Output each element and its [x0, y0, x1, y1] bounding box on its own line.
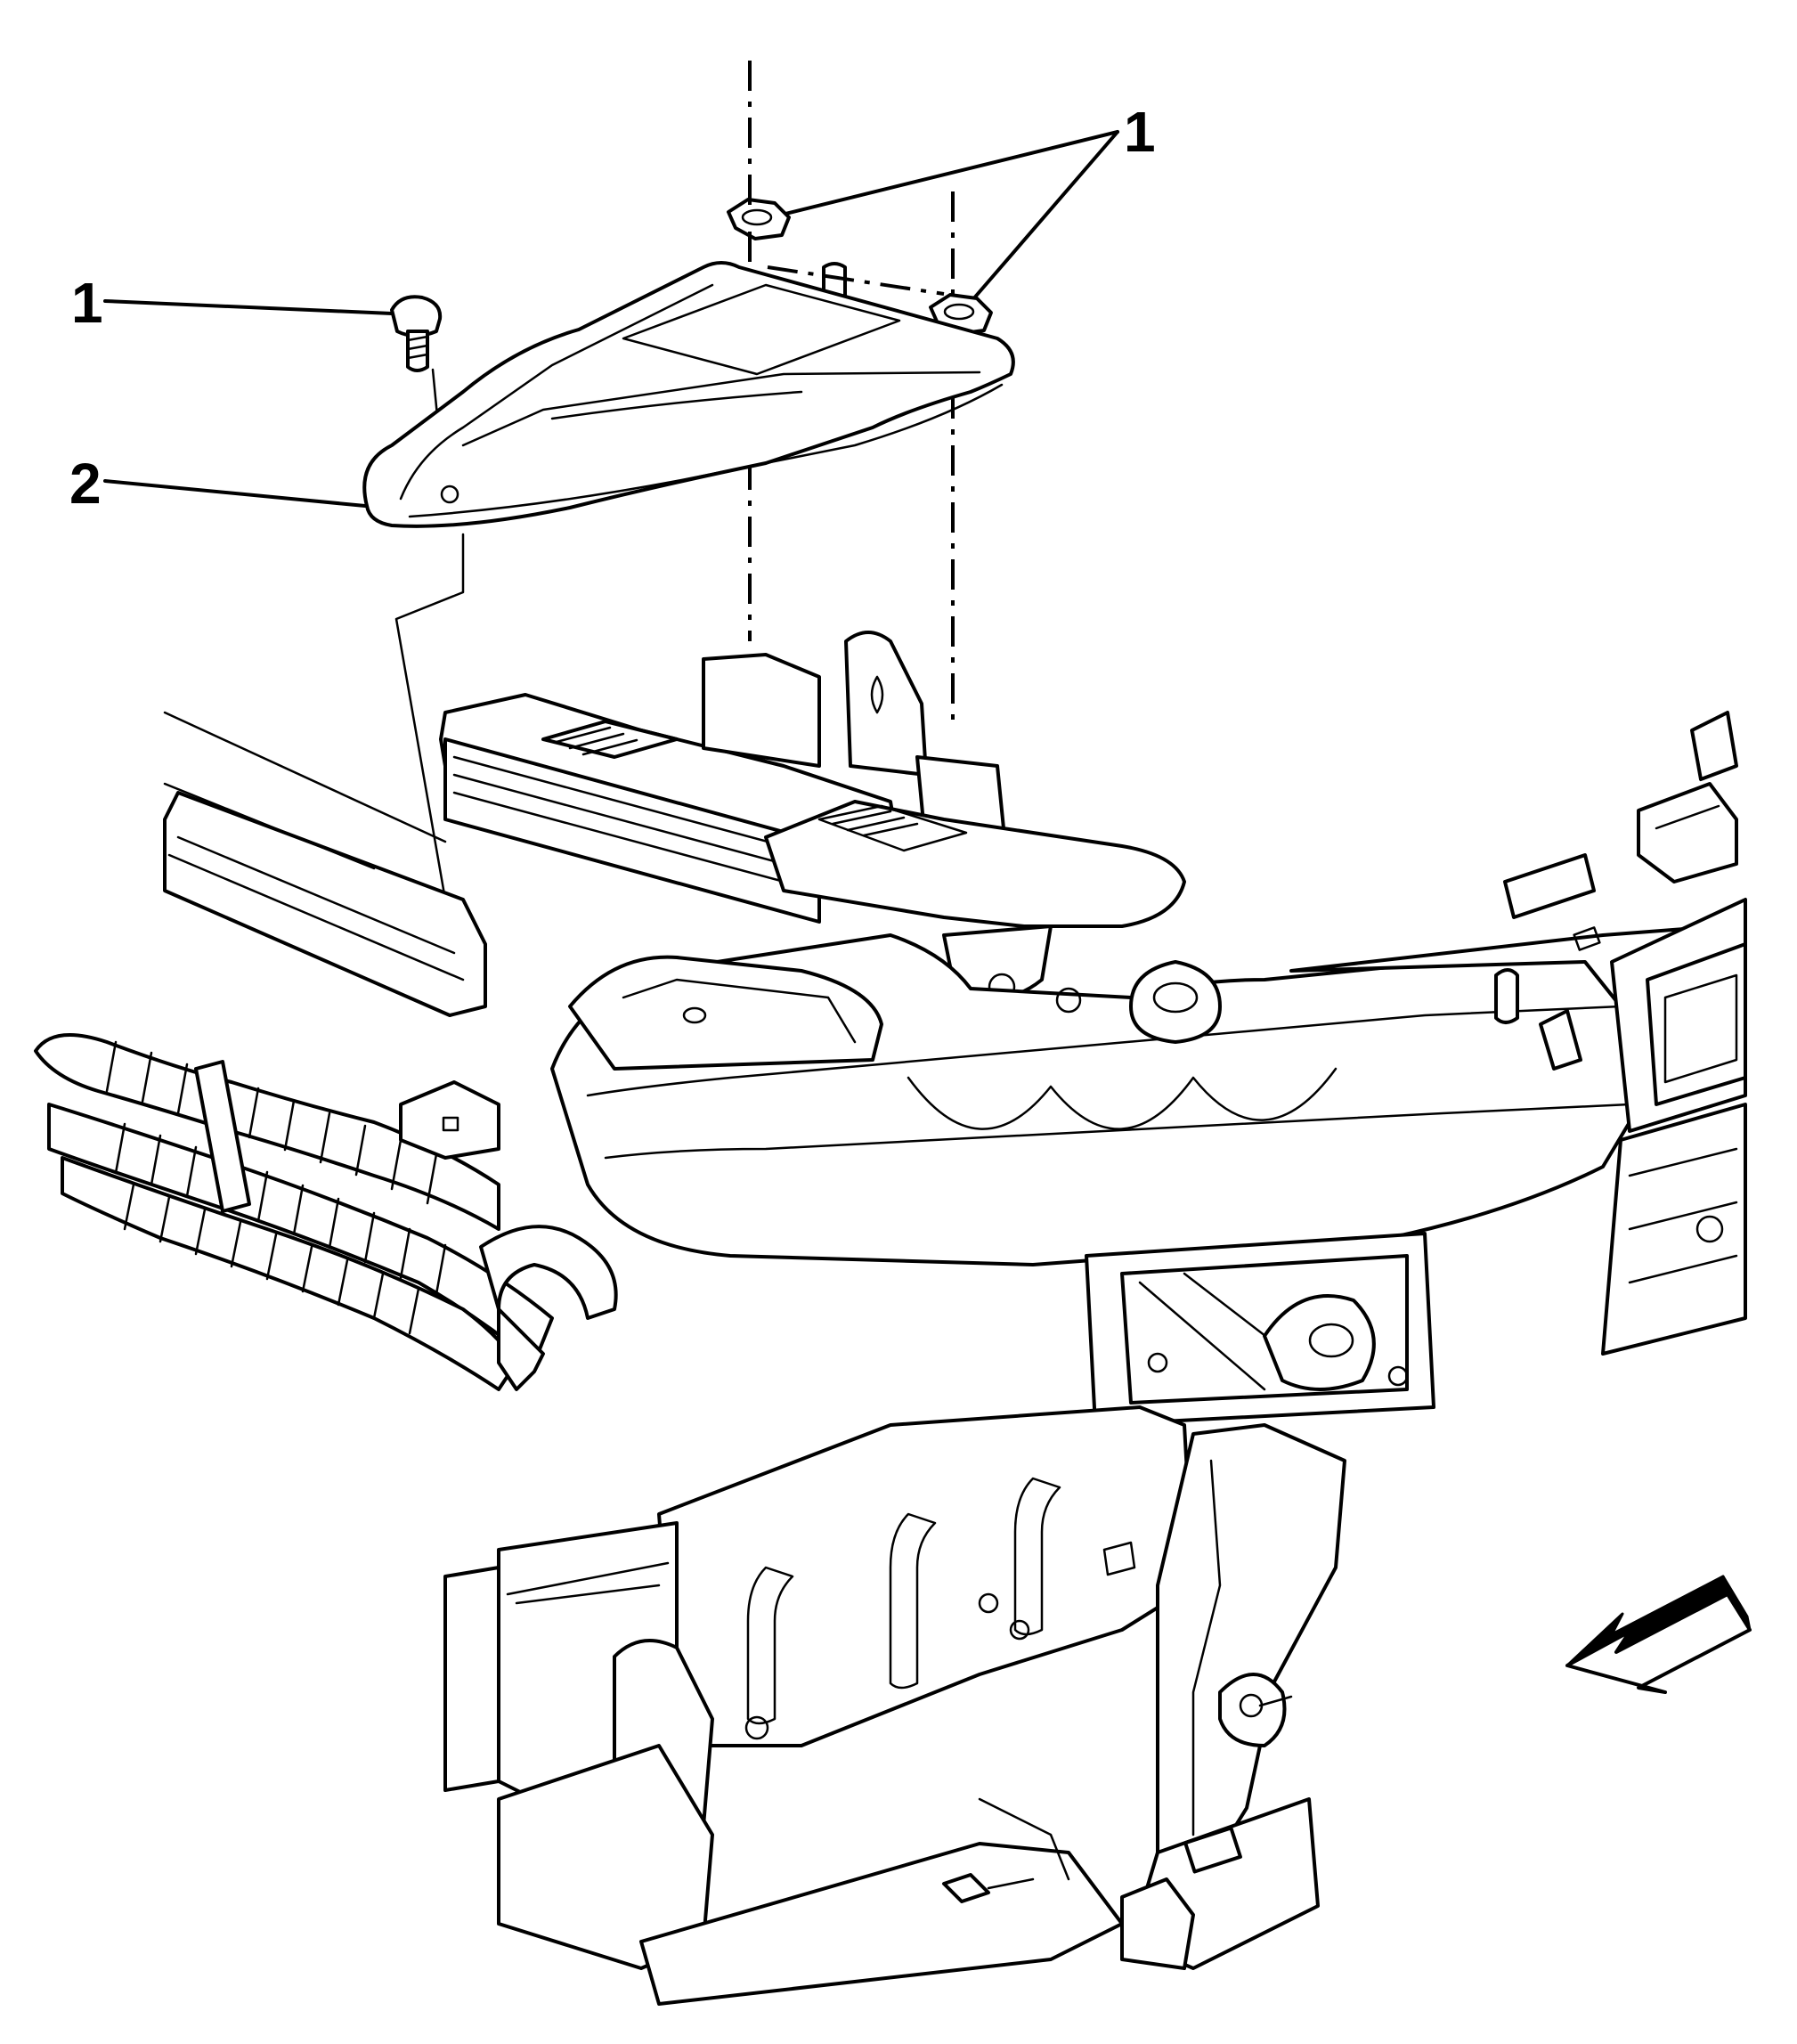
leader-line-2 — [103, 479, 367, 508]
leader-line-1b — [964, 130, 1119, 309]
callout-label-1-top: 1 — [1124, 100, 1156, 164]
lower-bracket-box — [1085, 1232, 1435, 1427]
control-module — [439, 631, 1186, 1001]
frame-outline-lines — [163, 711, 447, 870]
bolt-left — [390, 295, 443, 372]
callout-1-top-right: 1 — [766, 100, 1156, 309]
frame-rail-lower — [443, 1405, 1346, 2006]
callout-label-2: 2 — [69, 452, 102, 516]
cross-member — [163, 791, 1729, 1266]
front-direction-arrow-icon — [1565, 1575, 1752, 1694]
control-module-cover — [362, 261, 1015, 528]
leader-line-1a — [766, 130, 1119, 220]
leader-line-1-left — [103, 299, 394, 315]
callout-1-left: 1 — [71, 271, 394, 335]
nut-top-center — [727, 198, 791, 240]
callout-label-1-left: 1 — [71, 271, 103, 335]
wire-harness — [34, 1033, 618, 1391]
callout-2: 2 — [69, 452, 367, 516]
frame-rail-right — [1503, 711, 1747, 1356]
